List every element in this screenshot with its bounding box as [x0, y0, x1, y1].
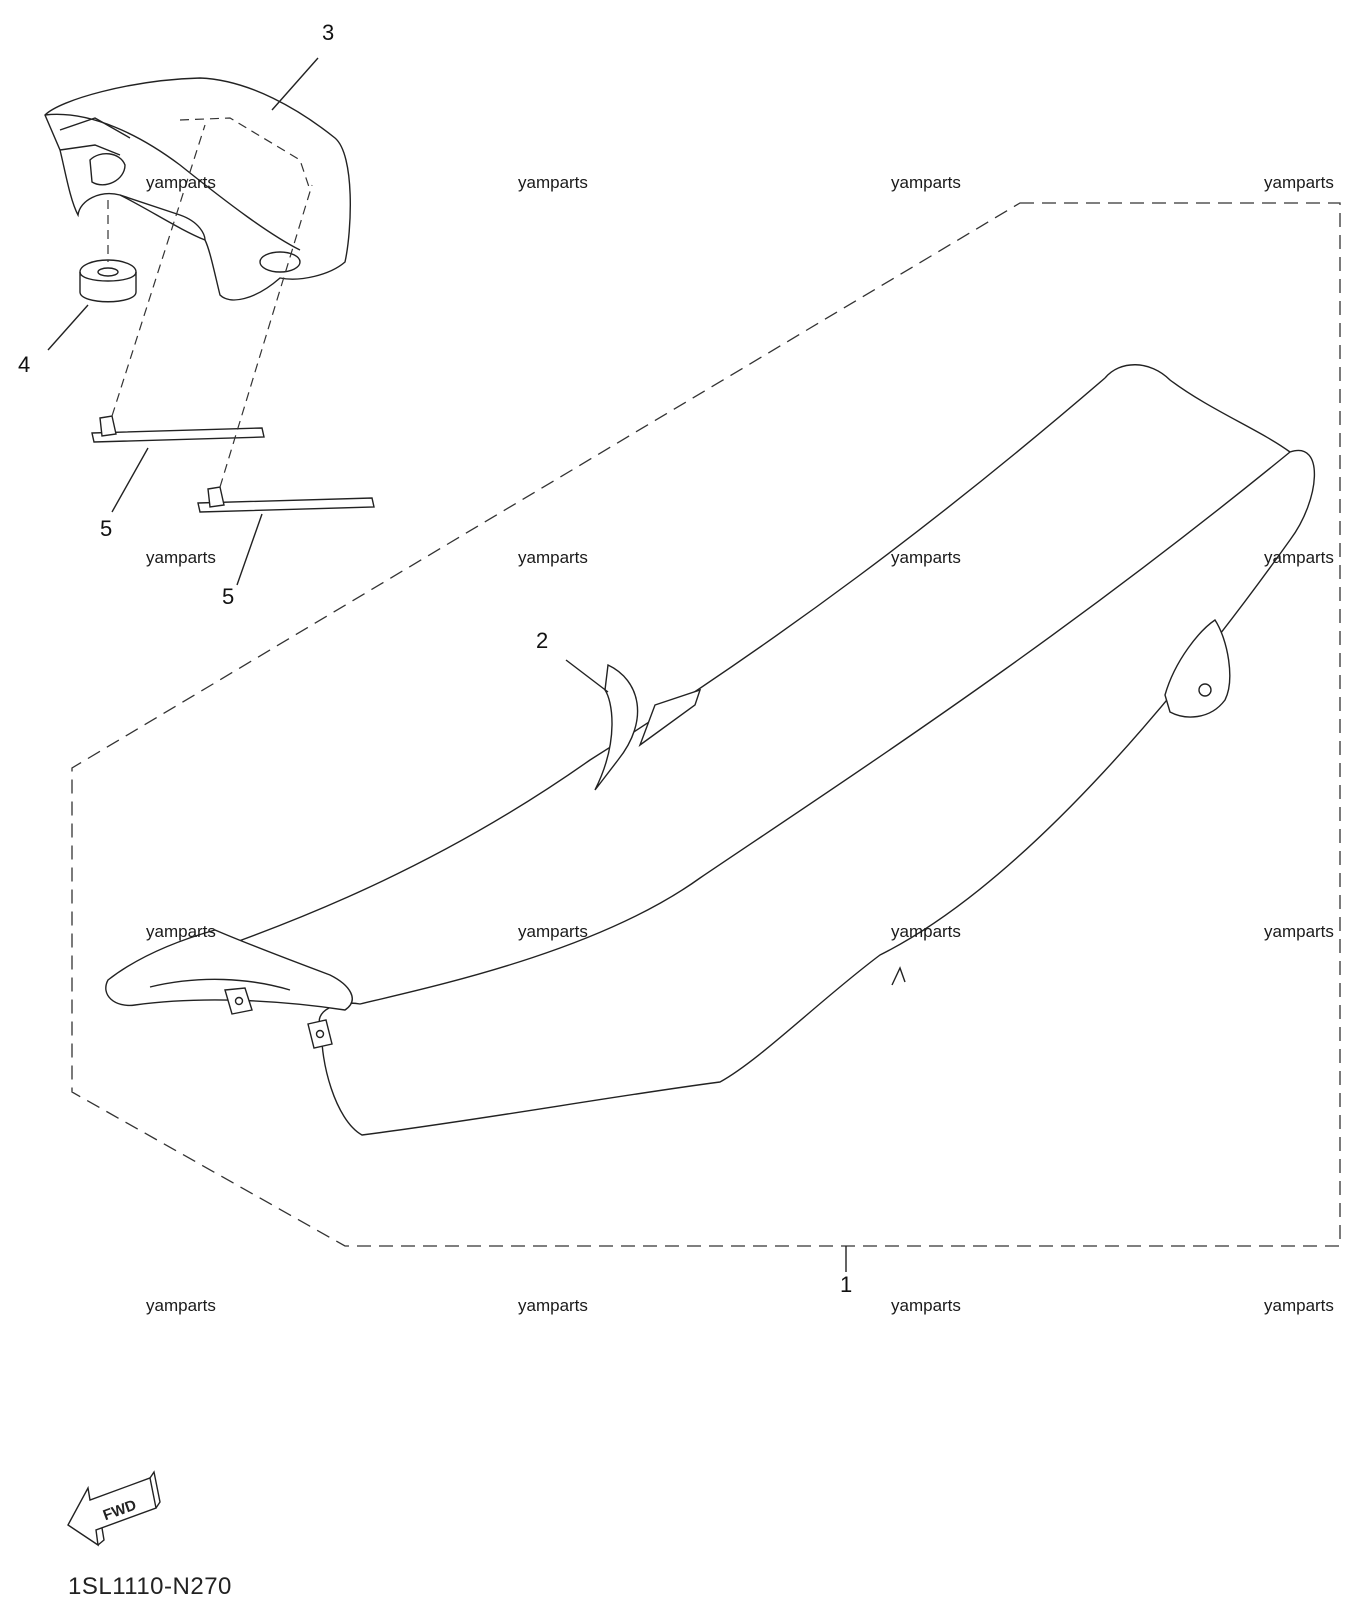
- rear-cowl: [44, 57, 351, 301]
- assembly-boundary-dashed: [71, 202, 1341, 1247]
- watermark: yamparts: [1264, 1296, 1334, 1315]
- leader-line-2: [565, 659, 609, 693]
- grommet-hole: [97, 267, 119, 277]
- seat-strap: [565, 659, 702, 791]
- leader-line-4: [47, 304, 89, 351]
- watermark: yamparts: [146, 1296, 216, 1315]
- callout-2: 2: [536, 628, 548, 653]
- callout-4: 4: [18, 352, 30, 377]
- watermark: yamparts: [1264, 548, 1334, 567]
- seat-front-nose: [105, 929, 353, 1011]
- watermark: yamparts: [891, 1296, 961, 1315]
- callout-1: 1: [840, 1272, 852, 1297]
- strap-slot: [638, 688, 702, 747]
- bracket-hole: [1198, 683, 1212, 697]
- watermark: yamparts: [1264, 173, 1334, 192]
- watermark: yamparts: [146, 173, 216, 192]
- cowl-mount: [259, 251, 301, 273]
- band-dashed-guide: [219, 184, 313, 488]
- seat-body: [318, 449, 1316, 1136]
- watermark: yamparts: [518, 922, 588, 941]
- watermark: yamparts: [146, 548, 216, 567]
- seat-bracket-mid: [307, 1019, 333, 1049]
- cowl-ridge: [44, 113, 301, 251]
- cowl-opening: [89, 153, 126, 186]
- band-strap: [197, 497, 375, 513]
- seat-front-underside: [149, 978, 291, 991]
- callout-5b: 5: [222, 584, 234, 609]
- band-clip: [207, 486, 225, 508]
- seat-assembly: [105, 364, 1316, 1136]
- watermark: yamparts: [891, 548, 961, 567]
- bracket-hole: [234, 996, 244, 1006]
- strap-body: [594, 663, 639, 791]
- grommet-side: [79, 271, 137, 303]
- band-upper: [91, 124, 265, 513]
- watermarks: yamparts yamparts yamparts yamparts yamp…: [146, 173, 1334, 1315]
- callout-3: 3: [322, 20, 334, 45]
- band-lower: [197, 184, 375, 586]
- fwd-arrow-icon: FWD: [67, 1470, 161, 1547]
- leader-line-3: [271, 57, 319, 111]
- band-dashed-guide: [111, 124, 206, 417]
- seat-top-surface: [1104, 364, 1291, 453]
- grommet: [47, 200, 137, 351]
- leader-line-5b: [236, 513, 263, 586]
- seat-hook: [891, 966, 906, 986]
- watermark: yamparts: [146, 922, 216, 941]
- watermark: yamparts: [891, 173, 961, 192]
- leader-line-5a: [111, 447, 149, 513]
- cowl-side-panel: [59, 117, 131, 139]
- watermark: yamparts: [891, 922, 961, 941]
- diagram-code: 1SL1110-N270: [68, 1573, 232, 1600]
- watermark: yamparts: [518, 1296, 588, 1315]
- cowl-inner-edge: [59, 144, 206, 241]
- seat-top-edge: [149, 377, 1106, 973]
- callout-5a: 5: [100, 516, 112, 541]
- watermark: yamparts: [518, 173, 588, 192]
- seat-bracket-front: [224, 987, 253, 1015]
- band-strap: [91, 427, 265, 443]
- watermark: yamparts: [1264, 922, 1334, 941]
- seat-bracket-rear: [1164, 619, 1231, 718]
- bracket-hole: [315, 1029, 325, 1039]
- band-clip: [99, 415, 117, 437]
- watermark: yamparts: [518, 548, 588, 567]
- cowl-hidden-edge: [179, 117, 311, 191]
